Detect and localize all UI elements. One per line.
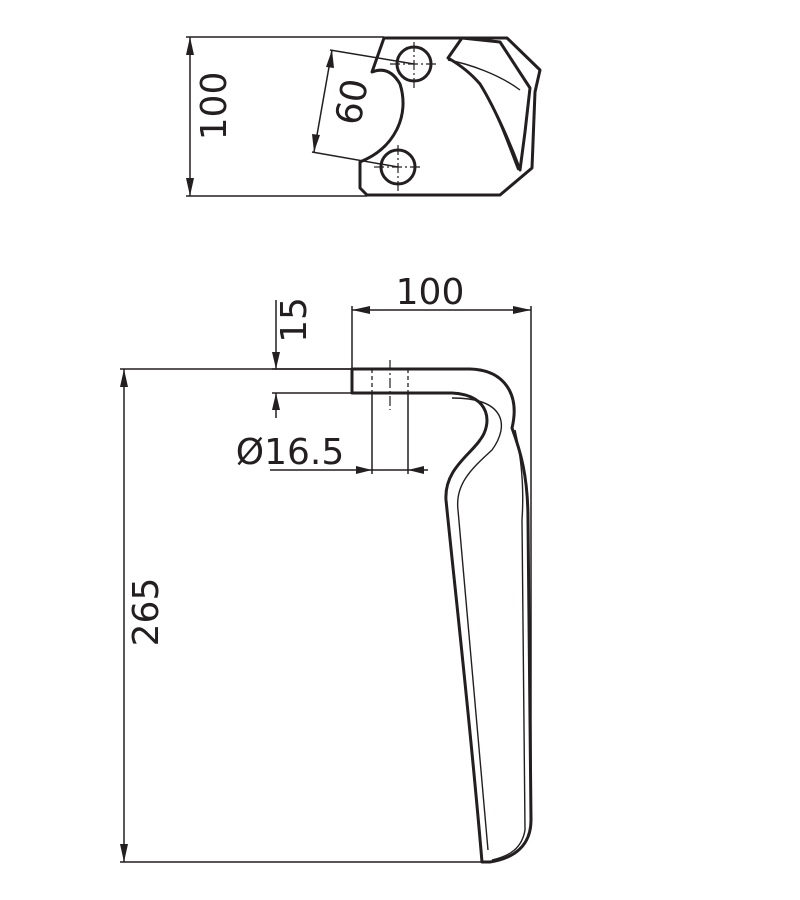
total-height-arrow-top (120, 369, 128, 387)
height-dim-arrow-top (186, 37, 194, 55)
tine-inner-contour (451, 397, 503, 851)
spacing-dim-arrow-bottom (312, 134, 320, 152)
diameter-dim-arrow-left (356, 466, 372, 474)
hole-spacing-label: 60 (329, 76, 377, 128)
side-view: 100 15 Ø16.5 265 (120, 272, 533, 864)
blade-inner-edge (447, 59, 521, 91)
total-height-arrow-bottom (120, 844, 128, 862)
spacing-dim-ext-top (329, 49, 415, 65)
hole-diameter-label: Ø16.5 (236, 432, 345, 473)
thickness-dim-arrow-bottom (272, 393, 280, 410)
thickness-dim-arrow-top (272, 352, 280, 369)
blade-inner-edge-2 (481, 85, 519, 171)
tine-edge-line (491, 429, 526, 861)
width-dim-arrow-left (352, 306, 370, 314)
plate-thickness-label: 15 (274, 297, 315, 343)
top-view: 100 60 (186, 36, 542, 197)
spacing-dim-ext-bottom (311, 151, 399, 168)
tine-outline (350, 367, 533, 864)
side-view-width-label: 100 (396, 272, 465, 313)
top-view-height-label: 100 (194, 72, 235, 141)
width-dim-arrow-right (513, 306, 531, 314)
total-height-label: 265 (126, 578, 167, 647)
height-dim-arrow-bottom (186, 178, 194, 196)
diameter-dim-arrow-right (408, 466, 424, 474)
spacing-dim-arrow-top (326, 50, 334, 68)
